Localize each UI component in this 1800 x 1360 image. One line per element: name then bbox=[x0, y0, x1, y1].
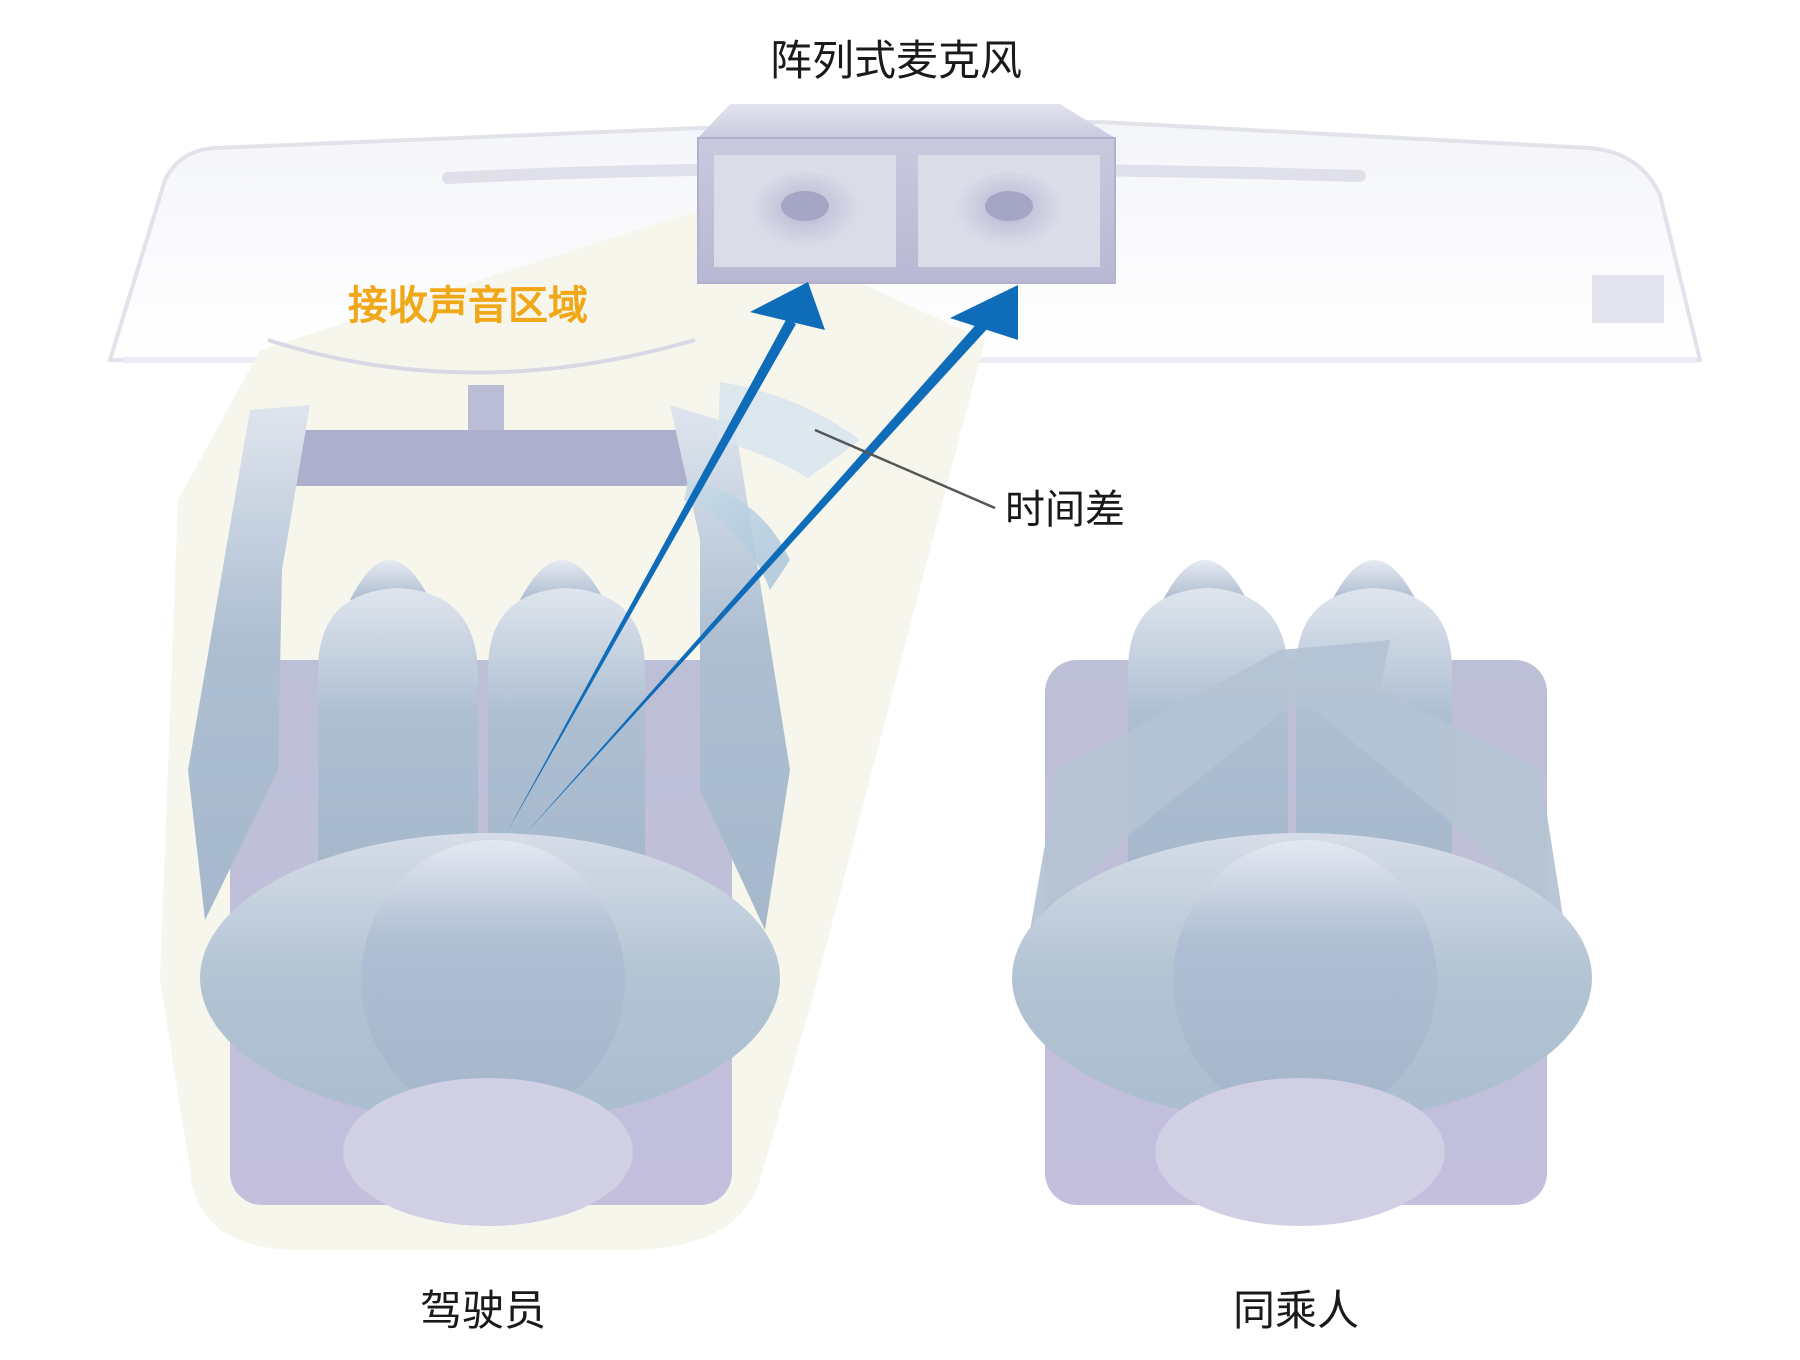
time-difference-label: 时间差 bbox=[1005, 487, 1125, 533]
driver-left-arm bbox=[188, 405, 310, 920]
passenger-arms bbox=[1030, 640, 1565, 930]
driver-right-leg bbox=[488, 588, 645, 870]
rear-view-mirror bbox=[250, 385, 710, 486]
passenger-right-headrest bbox=[1332, 560, 1416, 600]
arrow-to-right-mic bbox=[527, 320, 988, 832]
driver-label: 驾驶员 bbox=[420, 1286, 547, 1335]
sound-path-arrows bbox=[507, 282, 1018, 832]
arrow-to-left-mic bbox=[507, 318, 796, 832]
time-difference-band bbox=[718, 382, 860, 478]
driver-left-leg bbox=[318, 588, 478, 870]
driver-lap bbox=[343, 1078, 633, 1226]
passenger-left-headrest bbox=[1163, 560, 1247, 600]
sound-zone-arc bbox=[267, 338, 696, 375]
passenger-label: 同乘人 bbox=[1233, 1286, 1360, 1335]
dashboard-sensor bbox=[1592, 275, 1664, 323]
passenger-lap bbox=[1155, 1078, 1445, 1226]
arrow-right-head bbox=[950, 285, 1018, 340]
driver-head bbox=[361, 840, 625, 1120]
time-difference-wave bbox=[684, 480, 790, 590]
microphone-array bbox=[697, 104, 1116, 284]
time-difference-leader-line bbox=[814, 428, 996, 510]
driver-right-arm bbox=[670, 405, 790, 930]
passenger-head bbox=[1173, 840, 1437, 1120]
passenger-figure bbox=[1012, 560, 1592, 1226]
microphone-array-label: 阵列式麦克风 bbox=[770, 36, 1023, 85]
arrow-left-head bbox=[750, 282, 825, 330]
sound-zone-label: 接收声音区域 bbox=[348, 283, 588, 329]
driver-figure bbox=[188, 405, 790, 1226]
